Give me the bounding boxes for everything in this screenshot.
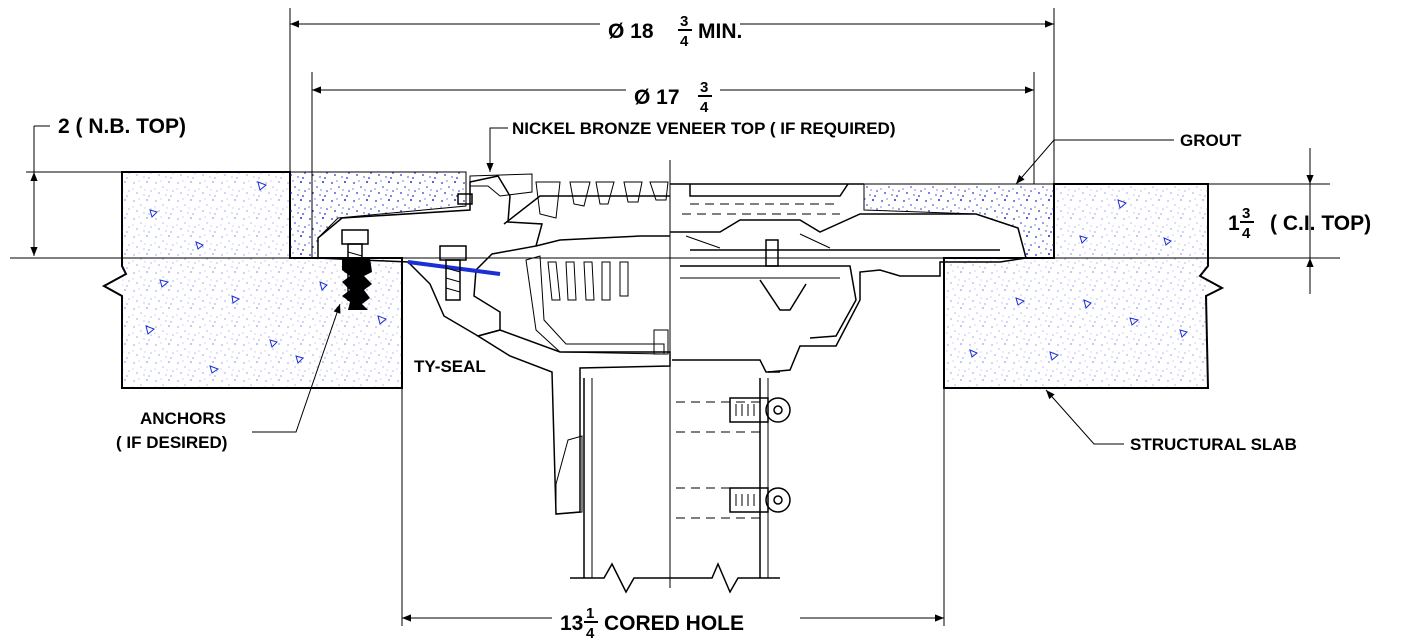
dimension-outer-diameter: Ø 18 3 4 MIN. <box>290 13 1054 50</box>
outer-diameter-den: 4 <box>680 33 689 50</box>
anchors-label-line1: ANCHORS <box>140 409 226 428</box>
dimension-nb-top: 2 ( N.B. TOP) <box>30 115 186 256</box>
inner-diameter-den: 4 <box>700 99 709 116</box>
drain-body-section <box>317 173 671 515</box>
callout-structural-slab: STRUCTURAL SLAB <box>1045 389 1297 454</box>
slab-reference-lines <box>10 8 1340 626</box>
inner-diameter-prefix: Ø 17 <box>634 86 680 109</box>
cored-hole-num: 1 <box>586 605 594 622</box>
cored-hole-suffix: CORED HOLE <box>604 612 744 635</box>
cored-hole-prefix: 13 <box>560 612 583 635</box>
dimension-inner-diameter: Ø 17 3 4 <box>312 79 1034 116</box>
structural-slab-label: STRUCTURAL SLAB <box>1130 435 1297 454</box>
ty-seal-label: TY-SEAL <box>414 357 486 376</box>
outer-diameter-num: 3 <box>680 13 688 30</box>
nb-top-label: 2 ( N.B. TOP) <box>58 115 186 138</box>
callout-veneer: NICKEL BRONZE VENEER TOP ( IF REQUIRED) <box>486 119 896 172</box>
anchors-label-line2: ( IF DESIRED) <box>116 433 227 452</box>
outer-diameter-suffix: MIN. <box>698 20 742 43</box>
ci-top-den: 4 <box>1242 225 1251 242</box>
ci-top-prefix: 1 <box>1228 212 1240 235</box>
dimension-ci-top: 1 3 4 ( C.I. TOP) <box>1228 148 1371 294</box>
inner-diameter-num: 3 <box>700 79 708 96</box>
grout-fill <box>289 171 1055 259</box>
callout-grout: GROUT <box>1015 131 1242 185</box>
dimension-cored-hole: 13 1 4 CORED HOLE <box>402 605 944 640</box>
veneer-label: NICKEL BRONZE VENEER TOP ( IF REQUIRED) <box>512 119 896 138</box>
callout-anchors: ANCHORS ( IF DESIRED) <box>116 303 341 452</box>
ci-top-num: 3 <box>1242 205 1250 222</box>
cored-hole-den: 4 <box>586 625 595 640</box>
drain-body-elevation <box>670 183 1027 519</box>
outer-diameter-prefix: Ø 18 <box>608 20 654 43</box>
ci-top-suffix: ( C.I. TOP) <box>1270 212 1371 235</box>
concrete-aggregate-marks <box>145 181 1188 374</box>
grout-label: GROUT <box>1180 131 1242 150</box>
